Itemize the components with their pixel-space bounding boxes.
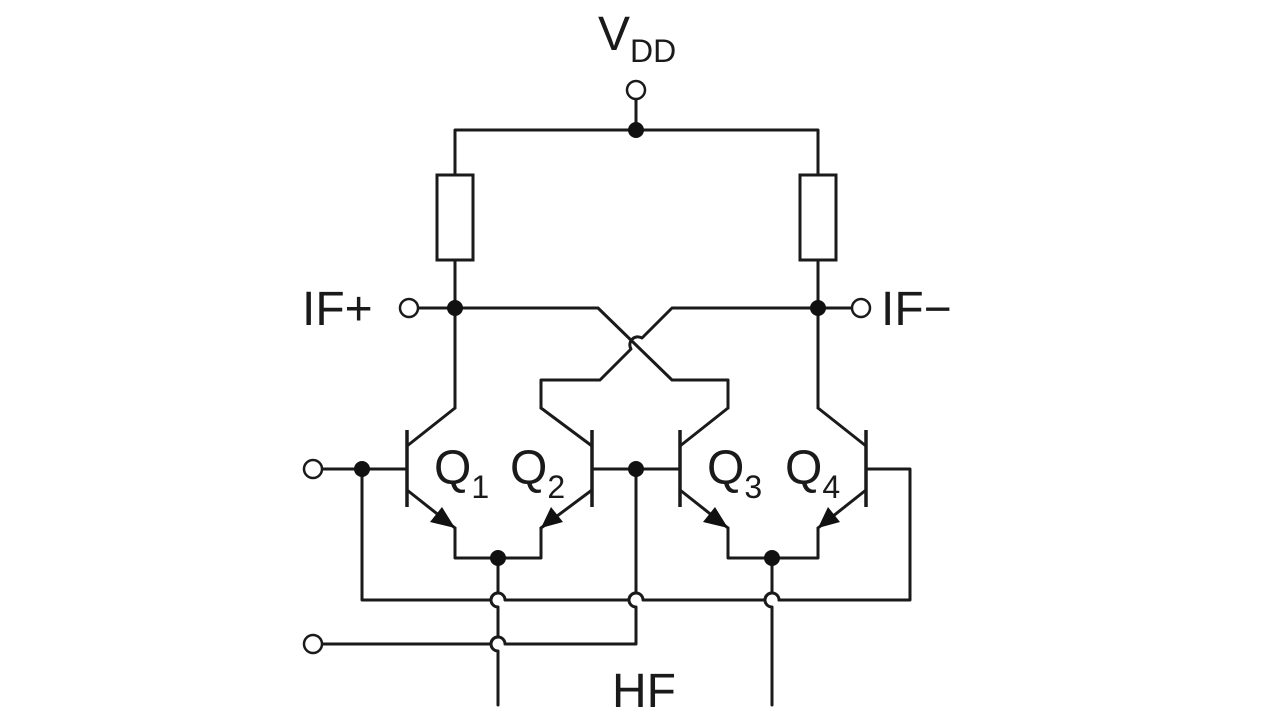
load-resistor-left <box>435 173 475 262</box>
q4-emitter-arrow-icon <box>818 507 840 528</box>
left-tail-wire <box>489 556 500 707</box>
if-minus-terminal <box>850 297 872 319</box>
terminals <box>302 79 872 655</box>
hf-input-wire <box>320 467 638 646</box>
q4-collector-lead <box>816 406 868 448</box>
q2-collector-lead <box>539 406 594 448</box>
cross-wire-right-to-q2 <box>539 306 820 410</box>
if-plus-junction <box>447 300 463 316</box>
labels: VDD IF+ IF− Q1 Q2 Q3 Q4 HF <box>302 8 952 718</box>
q1-base-junction <box>354 461 370 477</box>
if-plus-terminal <box>398 297 420 319</box>
q4-label: Q4 <box>785 442 840 505</box>
q1-q2-emitter-junction <box>490 550 506 566</box>
if-minus-label: IF− <box>881 283 952 336</box>
junctions <box>354 122 826 566</box>
hf-input-terminal <box>302 633 324 655</box>
cross-wire-left-to-q3 <box>453 306 730 410</box>
transistor-q2 <box>539 406 594 530</box>
lo-input-terminal <box>302 458 324 480</box>
q2-q3-base-junction <box>628 461 644 477</box>
q3-label: Q3 <box>707 442 762 505</box>
transistor-q1 <box>405 406 457 530</box>
q4-base-wire <box>777 467 912 602</box>
q3-collector-lead <box>678 406 730 448</box>
if-plus-label: IF+ <box>302 283 373 336</box>
load-resistor-right <box>798 173 838 262</box>
base-network <box>320 467 912 646</box>
q3-emitter-arrow-icon <box>703 507 728 528</box>
right-tail-wire <box>763 556 774 707</box>
q2-label: Q2 <box>510 442 565 505</box>
q2-emitter-arrow-icon <box>541 507 563 528</box>
q1-label: Q1 <box>434 442 489 505</box>
transistor-q4 <box>816 406 868 530</box>
vdd-label: VDD <box>598 8 676 69</box>
q1-collector-lead <box>405 406 457 448</box>
if-minus-junction <box>810 300 826 316</box>
vdd-terminal <box>625 79 647 101</box>
hf-label: HF <box>612 665 676 718</box>
vdd-junction <box>628 122 644 138</box>
q1-emitter-arrow-icon <box>430 507 455 528</box>
q3-q4-emitter-junction <box>764 550 780 566</box>
output-network <box>416 306 854 410</box>
